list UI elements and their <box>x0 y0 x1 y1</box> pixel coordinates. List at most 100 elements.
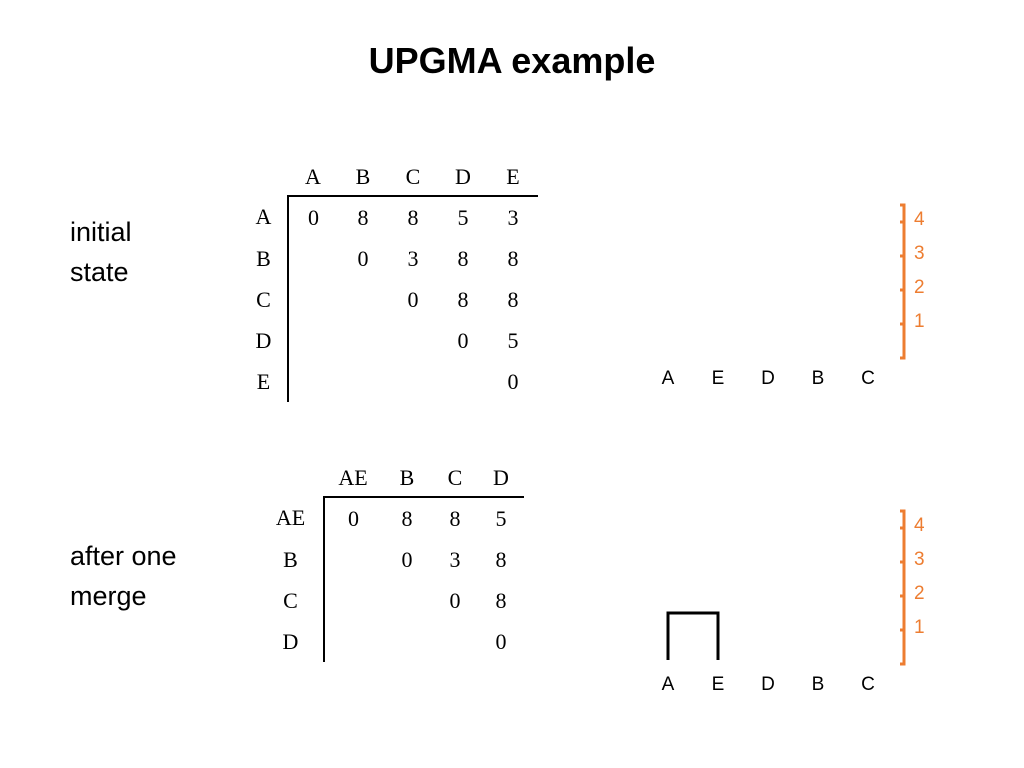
matrix-cell: 3 <box>449 546 461 572</box>
row-label: E <box>240 361 289 402</box>
matrix-row: B 0 3 8 <box>258 539 524 580</box>
row-label: B <box>258 539 325 580</box>
row-label: D <box>240 320 289 361</box>
leaf-label: D <box>761 674 775 695</box>
height-scale-bar <box>900 509 906 666</box>
scale-tick-label: 1 <box>914 617 925 638</box>
column-header: D <box>438 159 488 197</box>
matrix-cell: 8 <box>507 245 519 271</box>
matrix-cell: 0 <box>495 628 507 654</box>
matrix-cell: 8 <box>357 204 369 230</box>
matrix-cell: 3 <box>407 245 419 271</box>
distance-matrix-after-merge: AE B C D AE 0 8 8 5 B 0 3 8 C 0 8 D 0 <box>258 460 524 662</box>
matrix-cell <box>288 320 338 361</box>
scale-tick-label: 3 <box>914 549 925 570</box>
leaf-label: C <box>861 368 875 389</box>
matrix-cell <box>382 621 432 662</box>
leaf-label: E <box>711 368 725 389</box>
matrix-cell: 8 <box>401 505 413 531</box>
row-label: AE <box>258 497 325 539</box>
matrix-row: E 0 <box>240 361 538 402</box>
matrix-header-row: AE B C D <box>258 460 524 498</box>
matrix-corner <box>258 460 324 497</box>
matrix-cell: 8 <box>449 505 461 531</box>
page-title: UPGMA example <box>368 40 656 81</box>
merge-bracket <box>666 611 720 660</box>
scale-tick-label: 2 <box>914 277 925 298</box>
row-label: A <box>240 196 289 238</box>
scale-tick-label: 3 <box>914 243 925 264</box>
scale-tick-label: 4 <box>914 209 925 230</box>
matrix-cell <box>324 580 382 621</box>
matrix-cell <box>288 238 338 279</box>
matrix-cell <box>324 621 382 662</box>
dendrogram-svg <box>666 509 906 666</box>
matrix-cell <box>338 320 388 361</box>
matrix-cell: 0 <box>457 327 469 353</box>
matrix-cell <box>288 279 338 320</box>
matrix-cell: 3 <box>507 204 519 230</box>
matrix-row: AE 0 8 8 5 <box>258 497 524 539</box>
matrix-row: C 0 8 8 <box>240 279 538 320</box>
section-label-line: initial <box>70 217 132 247</box>
matrix-row: D 0 <box>258 621 524 662</box>
column-header: B <box>382 460 432 498</box>
leaf-label: D <box>761 368 775 389</box>
distance-matrix-initial: A B C D E A 0 8 8 5 3 B 0 3 8 8 C 0 8 8 … <box>240 159 538 402</box>
matrix-cell <box>382 580 432 621</box>
matrix-cell: 0 <box>401 546 413 572</box>
matrix-cell: 5 <box>507 327 519 353</box>
matrix-cell <box>324 539 382 580</box>
matrix-cell: 8 <box>457 286 469 312</box>
leaf-label: B <box>811 674 825 695</box>
section-label-initial-state: initial state <box>70 212 132 292</box>
leaf-label: E <box>711 674 725 695</box>
matrix-cell: 0 <box>407 286 419 312</box>
matrix-cell <box>388 361 438 402</box>
matrix-header-row: A B C D E <box>240 159 538 197</box>
section-label-line: after one <box>70 541 177 571</box>
matrix-cell: 8 <box>495 546 507 572</box>
section-label-after-one-merge: after one merge <box>70 536 177 616</box>
leaf-label: A <box>661 674 675 695</box>
matrix-cell <box>432 621 478 662</box>
matrix-cell: 0 <box>449 587 461 613</box>
matrix-row: D 0 5 <box>240 320 538 361</box>
matrix-cell: 5 <box>495 505 507 531</box>
matrix-cell: 8 <box>457 245 469 271</box>
column-header: E <box>488 159 538 197</box>
section-label-line: state <box>70 257 129 287</box>
matrix-cell: 5 <box>457 204 469 230</box>
height-scale-bar <box>900 203 906 360</box>
matrix-cell <box>338 361 388 402</box>
matrix-cell <box>438 361 488 402</box>
leaf-label: C <box>861 674 875 695</box>
matrix-cell: 0 <box>357 245 369 271</box>
scale-tick-label: 4 <box>914 515 925 536</box>
column-header: AE <box>324 460 382 498</box>
row-label: C <box>240 279 289 320</box>
matrix-cell: 0 <box>308 204 319 230</box>
matrix-row: A 0 8 8 5 3 <box>240 196 538 238</box>
matrix-cell: 8 <box>507 286 519 312</box>
dendrogram-svg <box>900 203 906 360</box>
section-label-line: merge <box>70 581 147 611</box>
matrix-row: B 0 3 8 8 <box>240 238 538 279</box>
matrix-row: C 0 8 <box>258 580 524 621</box>
column-header: C <box>388 159 438 197</box>
matrix-cell <box>388 320 438 361</box>
row-label: B <box>240 238 289 279</box>
matrix-cell <box>338 279 388 320</box>
matrix-cell: 0 <box>507 368 519 394</box>
matrix-cell: 8 <box>495 587 507 613</box>
column-header: A <box>288 159 338 197</box>
leaf-label: B <box>811 368 825 389</box>
column-header: C <box>432 460 478 498</box>
column-header: D <box>478 460 524 498</box>
matrix-corner <box>240 159 288 196</box>
row-label: D <box>258 621 325 662</box>
matrix-cell: 0 <box>348 505 359 531</box>
row-label: C <box>258 580 325 621</box>
